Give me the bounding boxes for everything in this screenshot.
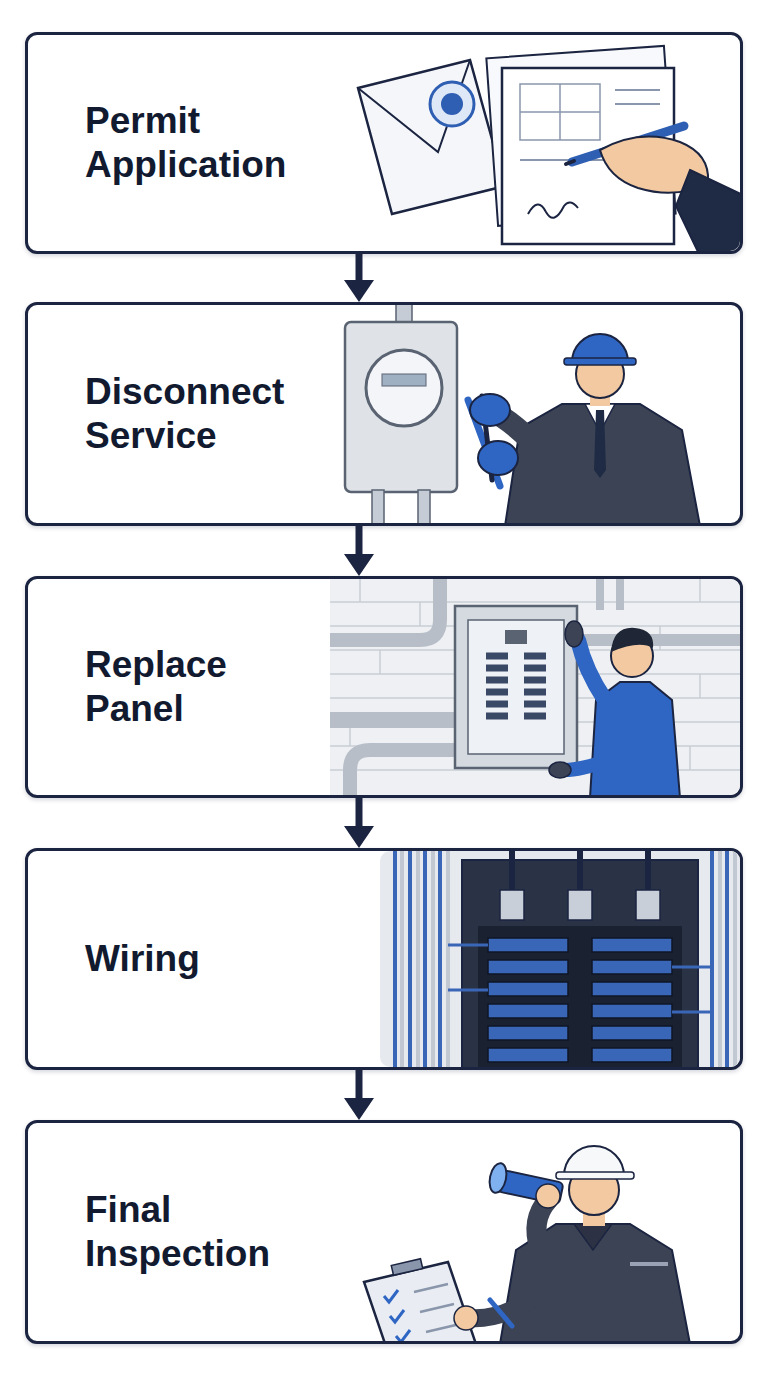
step-label: Replace Panel — [85, 643, 325, 730]
process-box: Permit Application — [25, 32, 743, 254]
step-label: Permit Application — [85, 99, 325, 186]
arrow-shaft — [356, 798, 363, 830]
flow-arrow — [344, 254, 374, 302]
flow-arrow — [344, 1070, 374, 1120]
process-box: Replace Panel — [25, 576, 743, 798]
arrow-head — [344, 280, 374, 302]
step-label: Disconnect Service — [85, 370, 325, 457]
arrow-head — [344, 826, 374, 848]
flow-arrow — [344, 798, 374, 848]
arrow-head — [344, 1098, 374, 1120]
process-box: Final Inspection — [25, 1120, 743, 1344]
arrow-head — [344, 554, 374, 576]
process-box: Wiring — [25, 848, 743, 1070]
step-label: Wiring — [85, 937, 325, 981]
arrow-shaft — [356, 526, 363, 558]
arrow-shaft — [356, 254, 363, 284]
process-box: Disconnect Service — [25, 302, 743, 526]
step-label: Final Inspection — [85, 1188, 325, 1275]
flow-arrow — [344, 526, 374, 576]
arrow-shaft — [356, 1070, 363, 1102]
